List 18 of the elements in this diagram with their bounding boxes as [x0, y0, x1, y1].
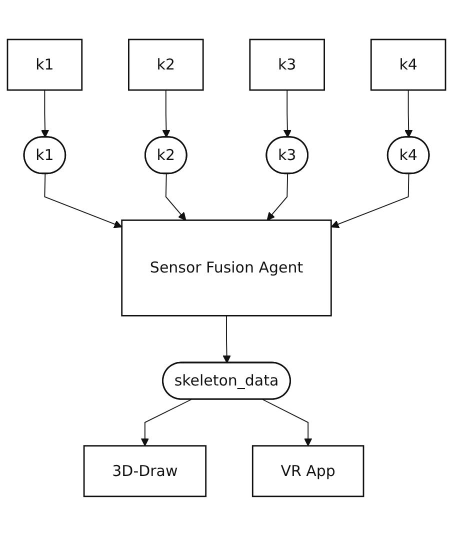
- arrow: [283, 90, 292, 138]
- arrow: [222, 315, 231, 364]
- node-box: k1: [6, 38, 83, 91]
- node-box: k2: [128, 38, 204, 91]
- node-box: Sensor Fusion Agent: [121, 220, 332, 316]
- arrow: [266, 173, 288, 221]
- arrow: [40, 90, 50, 138]
- node-box: VR App: [252, 445, 364, 498]
- arrow: [404, 90, 413, 138]
- arrow: [262, 399, 312, 446]
- arrow: [162, 90, 170, 138]
- node-box: k4: [370, 38, 446, 91]
- node-box: 3D-Draw: [83, 445, 207, 498]
- arrow: [44, 173, 122, 228]
- arrow: [165, 173, 186, 221]
- arrow: [140, 399, 192, 446]
- node-box: k3: [249, 38, 325, 91]
- arrow: [330, 173, 410, 228]
